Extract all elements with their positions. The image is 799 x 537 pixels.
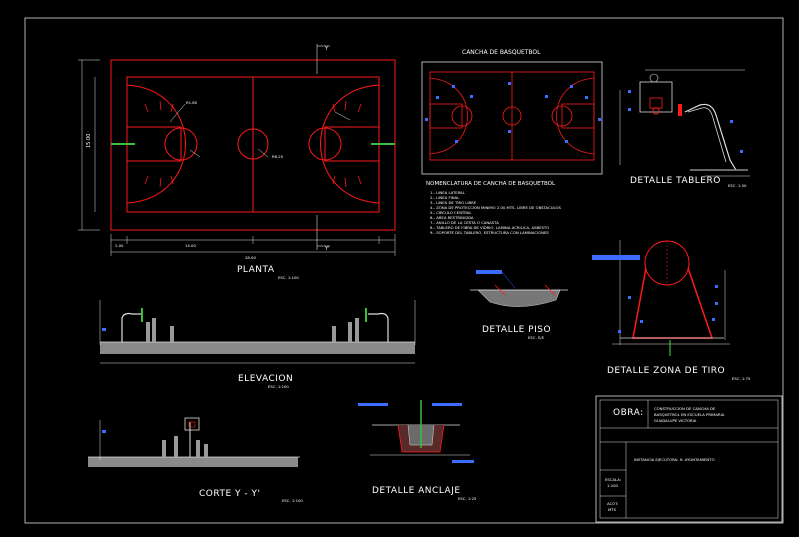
right-restricted-area [324, 126, 380, 162]
acot-label: ACOT: [607, 501, 618, 506]
detalle-zona-tiro-view [592, 240, 730, 356]
hoop-ring [652, 107, 660, 115]
nomenclature-item: 6.- AREA RESTRINGIDA [430, 215, 474, 220]
dim-left-offset: 2.00 [115, 243, 124, 248]
elevation-people [146, 318, 359, 342]
small-court-title: CANCHA DE BASQUETBOL [462, 49, 541, 56]
anclaje-scale: ESC. 1:25 [458, 496, 477, 501]
dim-radius: R1.80 [186, 100, 198, 105]
piso-scale: ESC. S/E [528, 335, 545, 340]
piso-title: DETALLE PISO [482, 325, 551, 335]
planta-title: PLANTA [237, 265, 275, 275]
lane-hash-marks [144, 100, 362, 188]
detalle-anclaje-view [358, 400, 474, 463]
detalle-tablero-view [619, 69, 750, 177]
section-mark-y-bottom: Y' [324, 246, 329, 252]
left-free-throw-circle [164, 127, 198, 161]
nomenclature-item: 9.- SOPORTE DEL TABLERO, ESTRUCTURA CON … [430, 230, 549, 235]
small-court-markers [425, 82, 601, 143]
dimension-lines [78, 59, 396, 256]
anclaje-title: DETALLE ANCLAJE [372, 486, 461, 496]
right-three-point-arc [320, 84, 380, 204]
planta-view: 15.00 R1.80 R6.25 2.00 14.00 28.00 Y Y' [78, 44, 396, 260]
dim-half-length: 14.00 [185, 243, 196, 248]
nomenclature-item: 7.- ANILLO DE LA CESTA O CANASTA [430, 220, 499, 225]
trapezoid-key [632, 267, 714, 339]
nomenclature-item: 3.- LINEA DE TIRO LIBRE [430, 200, 477, 205]
elevacion-view [99, 300, 416, 364]
obra-line-2: BASQUETBOL EN ESCUELA PRIMARIA [654, 412, 725, 417]
backboard-target-box [649, 97, 663, 109]
nomenclature-item: 5.- CIRCULO CENTRAL [430, 210, 472, 215]
nomenclature-item: 8.- TABLERO DE FIBRA DE VIDRIO, LAMINA A… [430, 225, 549, 230]
nomenclature-item: 4.- ZONA DE PROTECCION MINIMO 2.00 MTS. … [430, 205, 561, 210]
right-free-throw-circle [308, 127, 342, 161]
escala-value: 1:100 [607, 483, 619, 488]
escala-label: ESCALA: [605, 477, 621, 482]
acot-value: MTS [608, 507, 617, 512]
nomenclature-list: NOMENCLATURA DE CANCHA DE BASQUETBOL 1.-… [426, 181, 561, 235]
zona-tiro-title: DETALLE ZONA DE TIRO [607, 366, 725, 376]
left-three-point-arc [126, 84, 186, 204]
nomenclature-item: 2.- LINEA FINAL [430, 195, 460, 200]
title-block [595, 395, 783, 523]
obra-label: OBRA: [613, 408, 644, 418]
dim-court-length: 28.00 [245, 255, 256, 260]
corte-backboard [184, 417, 200, 431]
left-restricted-area [126, 126, 182, 162]
obra-line-1: CONSTRUCCION DE CANCHA DE [654, 406, 716, 411]
elevacion-scale: ESC. 1:100 [268, 384, 289, 389]
center-circle [237, 128, 269, 160]
leader-lines [169, 103, 351, 158]
corte-title: CORTE Y - Y' [199, 489, 260, 499]
nomenclature-heading: NOMENCLATURA DE CANCHA DE BASQUETBOL [426, 181, 556, 187]
side-backboard [678, 104, 682, 116]
instancia-text: INSTANCIA EJECUTORA: H. AYUNTAMIENTO [634, 457, 715, 462]
backboard-front [639, 81, 673, 113]
dim-court-width: 15.00 [86, 134, 92, 148]
floor-section-fill [477, 289, 561, 307]
elevation-ground [100, 342, 415, 354]
corte-scale: ESC. 1:100 [282, 498, 303, 503]
tablero-title: DETALLE TABLERO [630, 176, 721, 186]
dim-three-point: R6.25 [272, 154, 284, 159]
zona-tiro-scale: ESC. 1:75 [732, 376, 751, 381]
left-hoop-elevation [121, 312, 142, 342]
corte-people [162, 436, 208, 457]
section-mark-y-top: Y [324, 46, 329, 52]
drawing-frame [24, 17, 784, 524]
obra-line-3: GUADALUPE VICTORIA [654, 418, 697, 423]
corte-ground [88, 457, 298, 467]
right-hoop-elevation [368, 312, 389, 342]
section-line-y [316, 44, 330, 250]
small-court-view [421, 61, 603, 175]
corte-view [88, 417, 300, 467]
nomenclature-item: 1.- LINEA LATERAL [430, 190, 466, 195]
planta-scale: ESC. 1:100 [278, 275, 299, 280]
title-block-frame [595, 395, 783, 523]
tablero-scale: ESC. 1:50 [728, 183, 747, 188]
small-court-frame [421, 61, 603, 175]
detalle-piso-view [470, 270, 568, 307]
elevacion-title: ELEVACION [238, 374, 293, 384]
backboard-support-arm [684, 103, 737, 171]
